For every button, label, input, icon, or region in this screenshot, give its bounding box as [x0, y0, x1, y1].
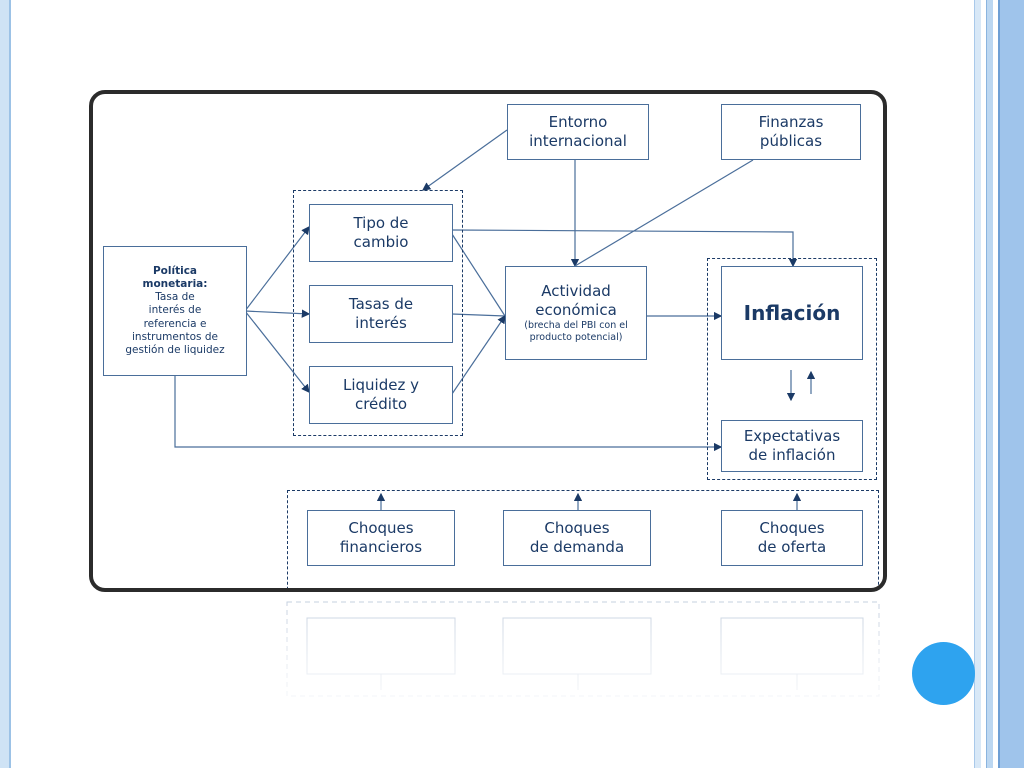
- tipo-cambio-box: Tipo de cambio: [309, 204, 453, 262]
- politica-line-1: Tasa de: [155, 291, 195, 304]
- finanzas-line-1: Finanzas: [758, 113, 824, 132]
- slide-right-border: [974, 0, 1024, 768]
- politica-line-3: referencia e: [143, 317, 207, 330]
- choques-financieros-box: Choques financieros: [307, 510, 455, 566]
- diagram-frame: Política monetaria: Tasa de interés de r…: [89, 90, 887, 592]
- diagram-arrows: [174, 129, 816, 510]
- expectativas-line-1: Expectativas: [743, 427, 841, 446]
- actividad-economica-box: Actividad económica (brecha del PBI con …: [505, 266, 647, 360]
- expectativas-inflacion-box: Expectativas de inflación: [721, 420, 863, 472]
- choques-dem-line-2: de demanda: [529, 538, 625, 556]
- tipo-cambio-line-1: Tipo de: [353, 214, 409, 233]
- politica-title-2: monetaria:: [142, 278, 208, 291]
- choques-demanda-box: Choques de demanda: [503, 510, 651, 566]
- choques-fin-line-1: Choques: [348, 519, 414, 538]
- policy-channels-group: [293, 190, 463, 436]
- entorno-internacional-box: Entorno internacional: [507, 104, 649, 160]
- actividad-line-2: económica: [535, 301, 617, 320]
- accent-dot: [912, 642, 975, 705]
- finanzas-line-2: públicas: [759, 132, 823, 150]
- politica-line-2: interés de: [148, 304, 202, 317]
- actividad-note-1: (brecha del PBI con el: [524, 319, 628, 331]
- choques-dem-line-1: Choques: [544, 519, 610, 538]
- inflation-group: [707, 258, 877, 480]
- inflacion-box: Inflación: [721, 266, 863, 360]
- reflection-fade: [89, 598, 887, 728]
- inflacion-label: Inflación: [743, 300, 841, 325]
- tipo-cambio-line-2: cambio: [353, 233, 409, 251]
- finanzas-publicas-box: Finanzas públicas: [721, 104, 861, 160]
- liquidez-credito-box: Liquidez y crédito: [309, 366, 453, 424]
- entorno-line-1: Entorno: [548, 113, 608, 132]
- tasas-interes-box: Tasas de interés: [309, 285, 453, 343]
- tasas-line-2: interés: [355, 314, 407, 332]
- shocks-group: [287, 490, 879, 588]
- politica-monetaria-box: Política monetaria: Tasa de interés de r…: [103, 246, 247, 376]
- politica-line-5: gestión de liquidez: [125, 343, 225, 356]
- choques-of-line-2: de oferta: [757, 538, 827, 556]
- liquidez-line-2: crédito: [354, 395, 408, 413]
- liquidez-line-1: Liquidez y: [343, 376, 419, 395]
- choques-fin-line-2: financieros: [339, 538, 423, 556]
- politica-title-1: Política: [152, 265, 198, 278]
- slide-left-border: [0, 0, 11, 768]
- entorno-line-2: internacional: [529, 132, 627, 150]
- choques-of-line-1: Choques: [759, 519, 825, 538]
- choques-oferta-box: Choques de oferta: [721, 510, 863, 566]
- politica-line-4: instrumentos de: [132, 330, 218, 343]
- expectativas-line-2: de inflación: [748, 446, 836, 464]
- tasas-line-1: Tasas de: [348, 295, 414, 314]
- actividad-note-2: producto potencial): [529, 331, 623, 343]
- actividad-line-1: Actividad: [541, 282, 611, 301]
